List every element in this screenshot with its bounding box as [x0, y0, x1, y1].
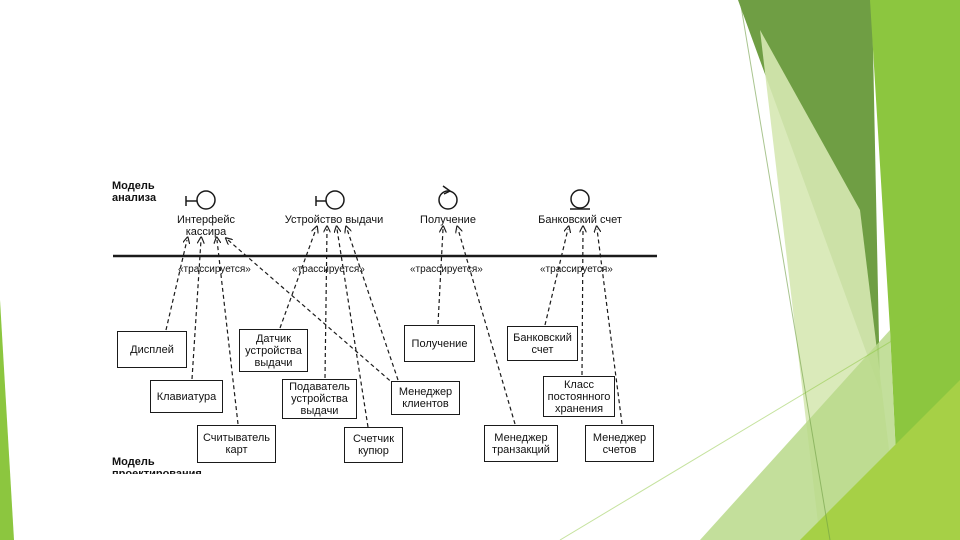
design-class-dispenser-feeder: Подаватель устройства выдачи [282, 379, 357, 419]
trace-label: «трассируется» [540, 264, 613, 275]
design-model-label-clip: Модель проектирования [112, 456, 232, 474]
boundary-icon [186, 191, 215, 209]
trace-arrow [166, 240, 187, 330]
design-class-keyboard: Клавиатура [150, 380, 223, 413]
boundary-icon [316, 191, 344, 209]
trace-arrow [280, 229, 316, 328]
trace-arrow [438, 229, 443, 324]
trace-arrow [192, 240, 201, 379]
design-class-persistence: Класс постоянного хранения [543, 376, 615, 417]
trace-label: «трассируется» [410, 264, 483, 275]
trace-arrow [582, 229, 583, 375]
analysis-class-withdrawal: Получение [408, 214, 488, 226]
trace-arrow [347, 229, 398, 380]
analysis-class-cashier-interface: Интерфейс кассира [166, 214, 246, 238]
design-class-cash-counter: Счетчик купюр [344, 427, 403, 463]
control-icon [439, 186, 457, 209]
design-class-transaction-manager: Менеджер транзакций [484, 425, 558, 462]
design-model-label: Модель проектирования [112, 456, 232, 474]
trace-label: «трассируется» [292, 264, 365, 275]
trace-arrow [545, 229, 568, 325]
design-class-dispenser-sensor: Датчик устройства выдачи [239, 329, 308, 372]
design-class-display: Дисплей [117, 331, 187, 368]
analysis-model-label: Модель анализа [112, 180, 172, 204]
trace-arrow [325, 229, 327, 378]
trace-label: «трассируется» [178, 264, 251, 275]
design-class-client-manager: Менеджер клиентов [391, 381, 460, 415]
design-class-bank-account: Банковский счет [507, 326, 578, 361]
analysis-class-dispenser: Устройство выдачи [276, 214, 392, 226]
design-class-withdrawal: Получение [404, 325, 475, 362]
entity-icon [570, 190, 590, 209]
analysis-class-bank-account: Банковский счет [530, 214, 630, 226]
design-class-account-manager: Менеджер счетов [585, 425, 654, 462]
